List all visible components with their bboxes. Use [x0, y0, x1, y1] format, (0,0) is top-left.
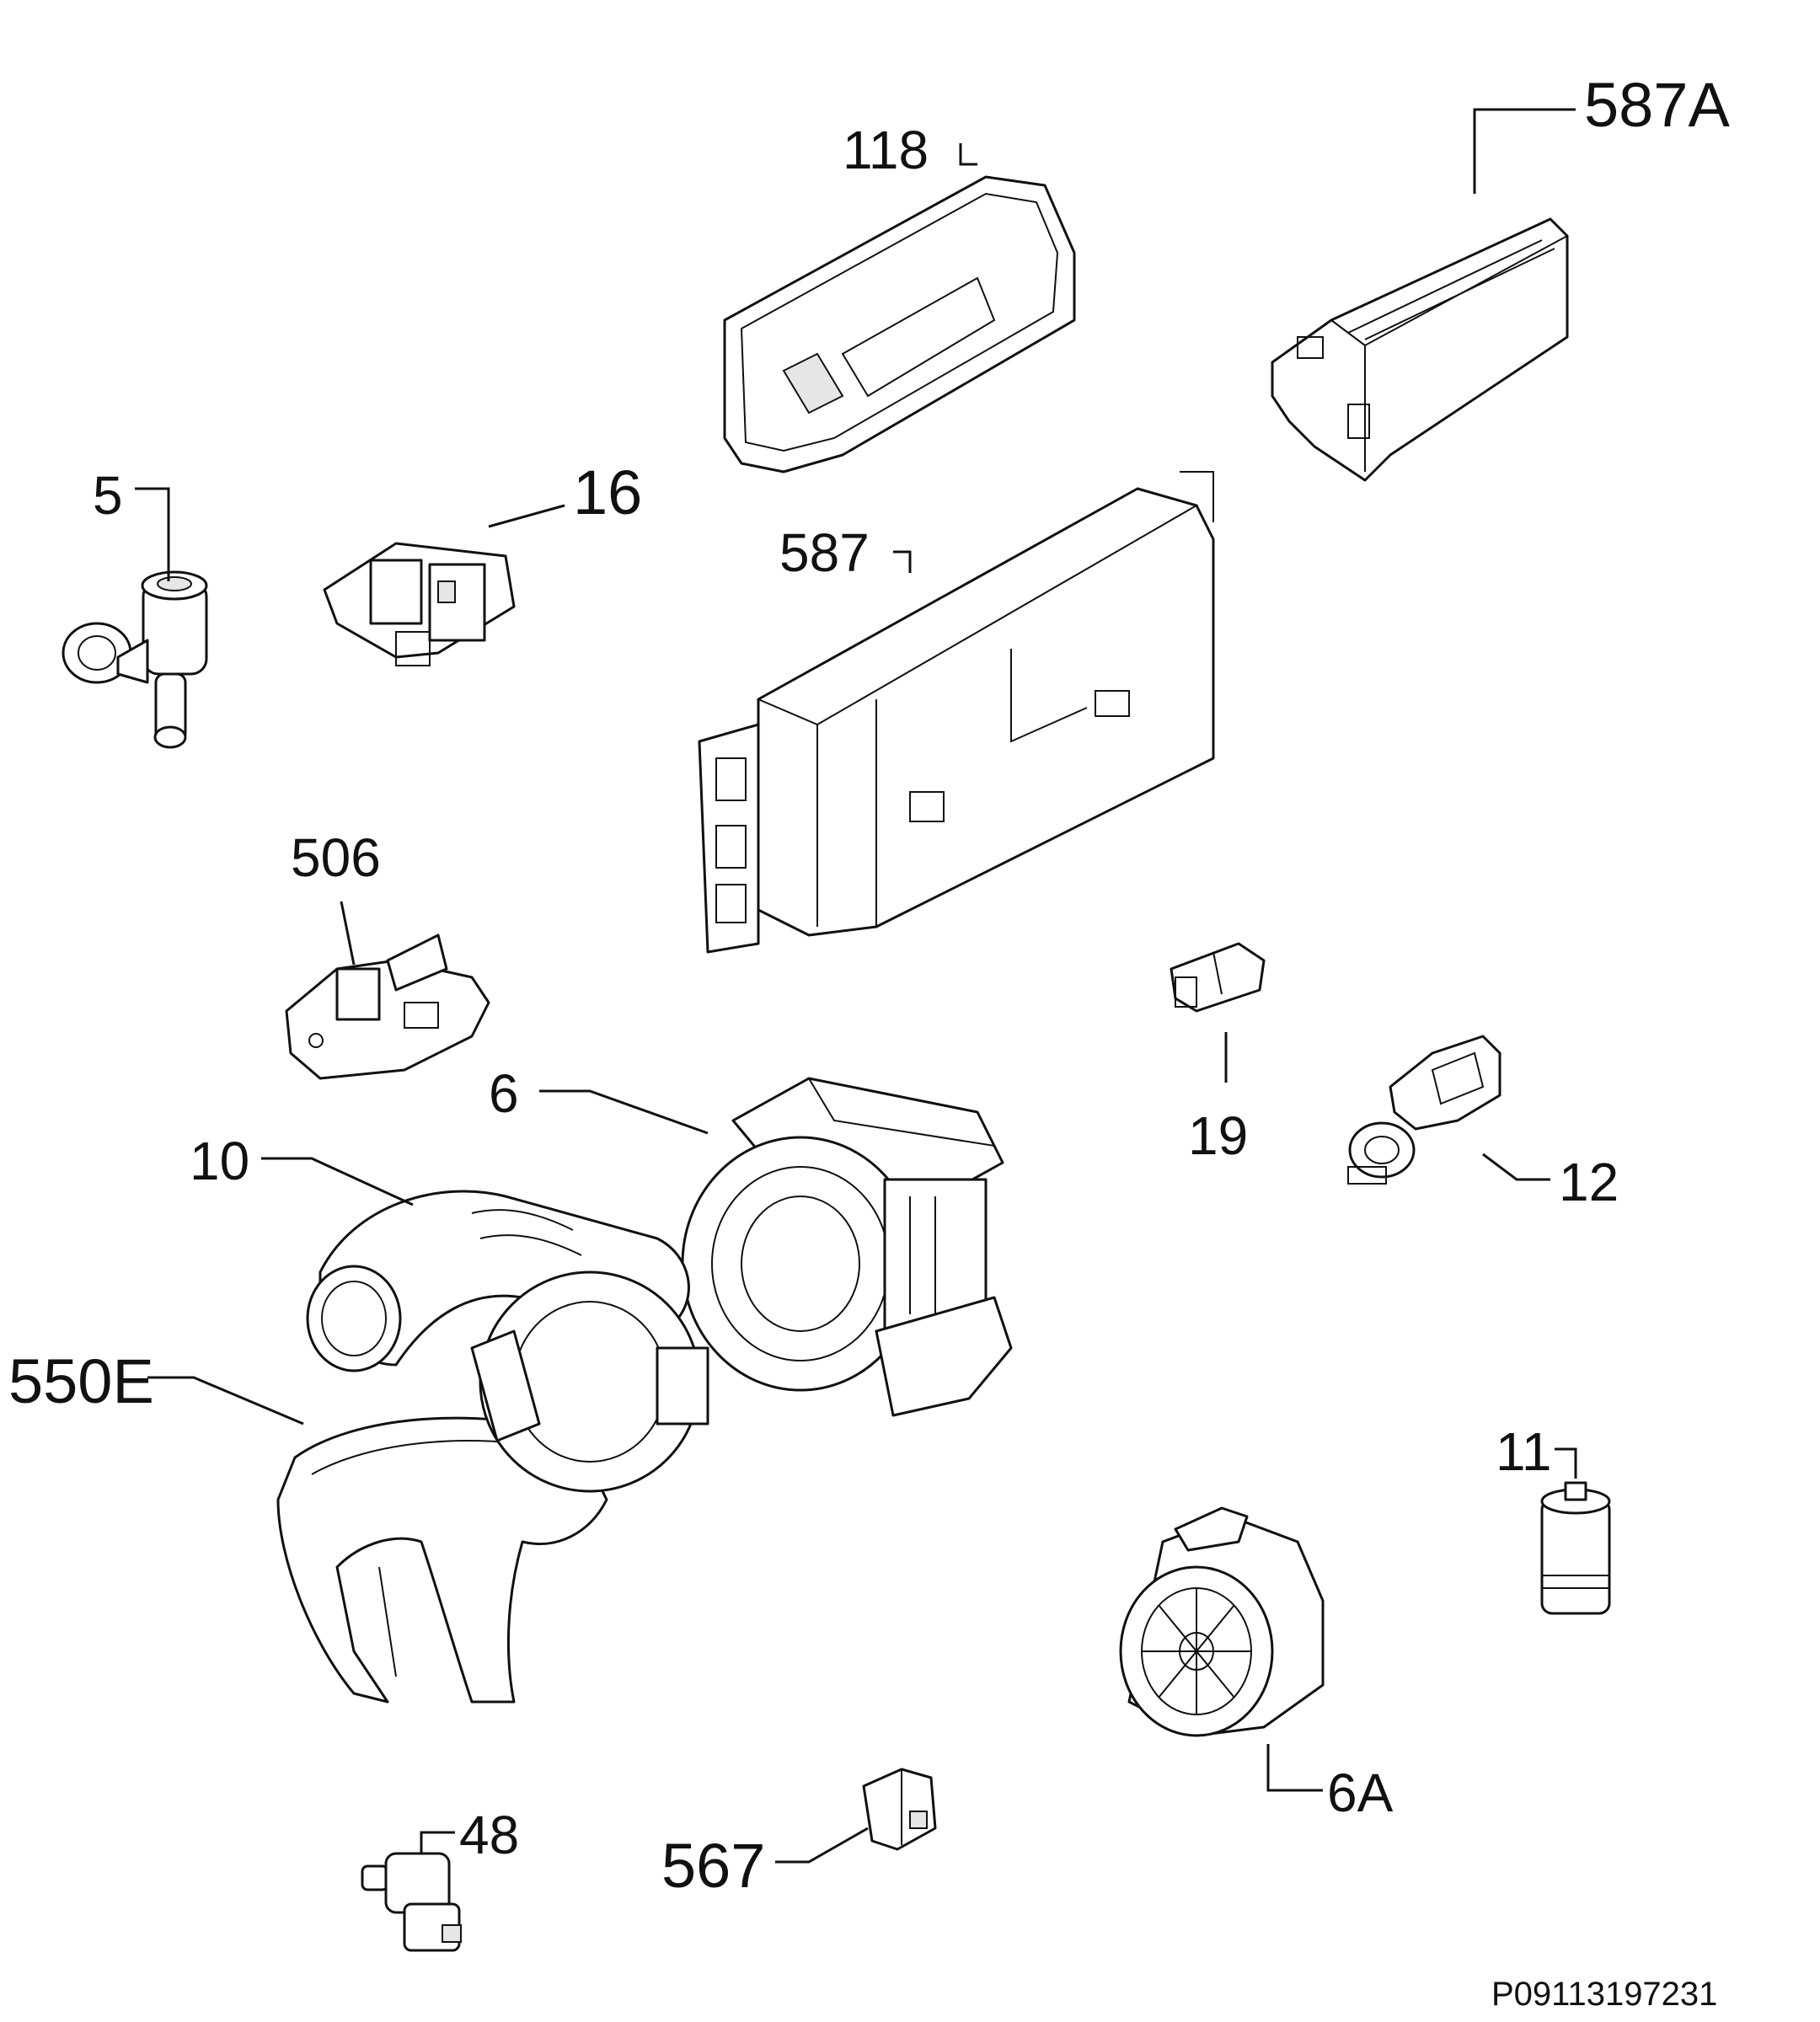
callout-11: 11	[1496, 1421, 1551, 1482]
leader-6	[539, 1089, 709, 1135]
leader-6A	[1266, 1744, 1323, 1792]
part-118-housing	[723, 175, 1076, 473]
part-506-sensor	[285, 933, 490, 1080]
callout-16: 16	[573, 457, 642, 527]
document-id: P09113197231	[1491, 1976, 1717, 2013]
leader-16	[488, 504, 565, 528]
part-587-electronic-box	[698, 471, 1215, 954]
leader-10	[261, 1157, 414, 1206]
callout-550E: 550E	[8, 1346, 154, 1416]
callout-6A: 6A	[1327, 1763, 1394, 1823]
callout-567: 567	[661, 1831, 765, 1901]
part-48-pressure-switch	[361, 1852, 462, 1952]
callout-587: 587	[779, 522, 870, 583]
part-12-sensor	[1347, 1035, 1502, 1185]
part-16-switch	[323, 542, 516, 666]
leader-567	[775, 1827, 869, 1864]
leader-118	[959, 143, 977, 166]
callout-10: 10	[190, 1131, 249, 1191]
part-10-hose	[306, 1190, 690, 1372]
leader-12	[1482, 1153, 1550, 1181]
leader-11	[1555, 1447, 1577, 1479]
callout-12: 12	[1559, 1152, 1619, 1212]
callout-6: 6	[489, 1063, 519, 1124]
part-550E-heater	[276, 1270, 709, 1704]
part-6-pump	[681, 1077, 1013, 1417]
callout-48: 48	[459, 1805, 519, 1865]
leader-5	[135, 487, 170, 581]
leader-550E	[147, 1376, 304, 1426]
callout-5: 5	[93, 465, 123, 526]
leader-587A	[1473, 108, 1576, 194]
leader-48	[420, 1831, 455, 1854]
leader-506	[340, 901, 356, 966]
callout-19: 19	[1188, 1105, 1248, 1166]
callout-587A: 587A	[1584, 70, 1730, 140]
part-5-valve	[62, 570, 208, 749]
part-567-connector	[862, 1768, 937, 1851]
part-11-capacitor	[1540, 1481, 1611, 1615]
callout-118: 118	[843, 120, 929, 180]
callout-506: 506	[291, 827, 381, 888]
part-6A-drain-pump	[1119, 1506, 1325, 1737]
leader-587	[893, 550, 912, 573]
part-19-connector	[1170, 942, 1266, 1013]
part-587A-module	[1271, 217, 1569, 482]
